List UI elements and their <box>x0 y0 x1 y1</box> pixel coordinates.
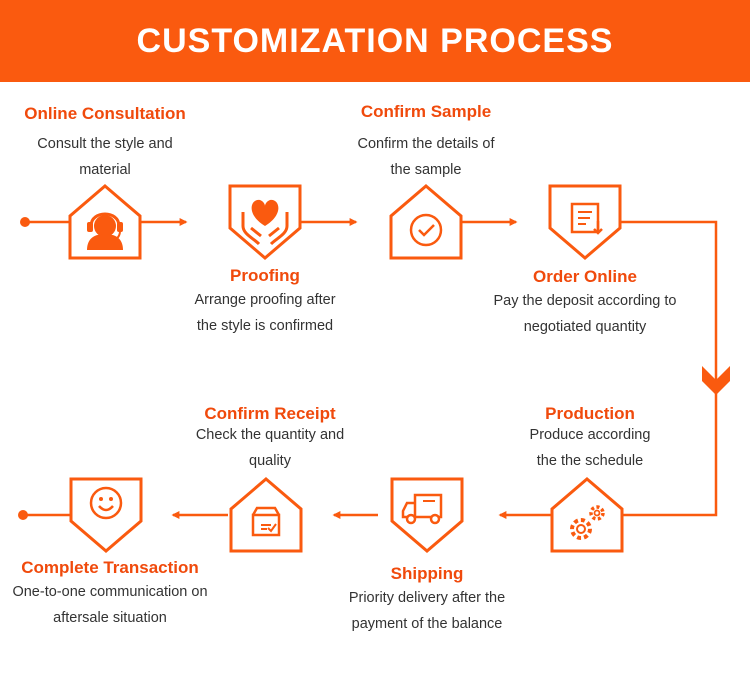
heart-hands-icon <box>241 199 289 246</box>
step-title: Order Online <box>533 267 637 286</box>
step-title: Confirm Receipt <box>204 404 336 423</box>
step-online-consultation: Online Consultation Consult the style an… <box>5 103 205 183</box>
step-description-line: Confirm the details of <box>357 136 495 152</box>
step-shipping: Shipping Priority delivery after the pay… <box>322 563 532 637</box>
step-description-line: the style is confirmed <box>196 318 334 334</box>
step-icon-online-consultation <box>68 184 142 260</box>
step-proofing: Proofing Arrange proofing after the styl… <box>160 265 370 339</box>
gears-icon <box>570 505 605 540</box>
step-icon-proofing <box>228 184 302 260</box>
step-icon-complete-transaction <box>69 477 143 553</box>
step-confirm-receipt: Confirm Receipt Check the quantity and q… <box>170 403 370 474</box>
step-description-line: Pay the deposit according to <box>493 293 677 309</box>
step-description-line: the the schedule <box>536 453 644 469</box>
step-title: Complete Transaction <box>21 558 199 577</box>
step-order-online: Order Online Pay the deposit according t… <box>470 266 700 340</box>
step-description: Arrange proofing after the style is conf… <box>160 287 370 339</box>
step-complete-transaction: Complete Transaction One-to-one communic… <box>0 557 220 631</box>
step-title: Confirm Sample <box>360 102 492 121</box>
step-description: Produce according the the schedule <box>490 422 690 474</box>
step-title: Online Consultation <box>24 104 186 123</box>
step-description-line: negotiated quantity <box>523 319 647 335</box>
step-description-line: the sample <box>390 162 462 178</box>
step-production: Production Produce according the the sch… <box>490 403 690 474</box>
smiley-face-icon <box>89 486 123 520</box>
step-description-line: material <box>79 162 131 178</box>
step-description-line: quality <box>249 453 291 469</box>
step-description-line: Consult the style and <box>37 136 173 152</box>
page-title: CUSTOMIZATION PROCESS <box>136 21 614 60</box>
down-chevron-icon <box>702 366 730 395</box>
document-download-icon <box>570 202 603 235</box>
step-description: Pay the deposit according to negotiated … <box>470 288 700 340</box>
headset-agent-icon <box>87 212 123 250</box>
flow-start-dot <box>20 217 30 227</box>
step-title: Proofing <box>230 266 300 285</box>
step-icon-confirm-sample <box>389 184 463 260</box>
step-title: Shipping <box>390 564 464 583</box>
step-description: Priority delivery after the payment of t… <box>322 585 532 637</box>
step-description-line: One-to-one communication on <box>12 584 208 600</box>
step-description: Consult the style and material <box>5 131 205 183</box>
check-circle-icon <box>409 213 443 247</box>
step-icon-production <box>550 477 624 553</box>
flow-end-dot <box>18 510 28 520</box>
step-description-line: Arrange proofing after <box>194 292 336 308</box>
step-description: One-to-one communication on aftersale si… <box>0 579 220 631</box>
step-description-line: Produce according <box>529 427 651 443</box>
header-banner: CUSTOMIZATION PROCESS <box>0 0 750 82</box>
step-description: Confirm the details of the sample <box>321 131 531 183</box>
step-description-line: Check the quantity and <box>195 427 345 443</box>
step-icon-confirm-receipt <box>229 477 303 553</box>
step-description-line: Priority delivery after the <box>348 590 506 606</box>
delivery-truck-icon <box>401 493 443 525</box>
step-icon-order-online <box>548 184 622 260</box>
step-confirm-sample: Confirm Sample Confirm the details of th… <box>321 101 531 183</box>
flow-connector <box>620 220 718 517</box>
step-description: Check the quantity and quality <box>170 422 370 474</box>
step-description-line: aftersale situation <box>53 610 167 626</box>
step-icon-shipping <box>390 477 464 553</box>
step-title: Production <box>545 404 635 423</box>
step-description-line: payment of the balance <box>351 616 503 632</box>
package-box-icon <box>251 506 281 537</box>
